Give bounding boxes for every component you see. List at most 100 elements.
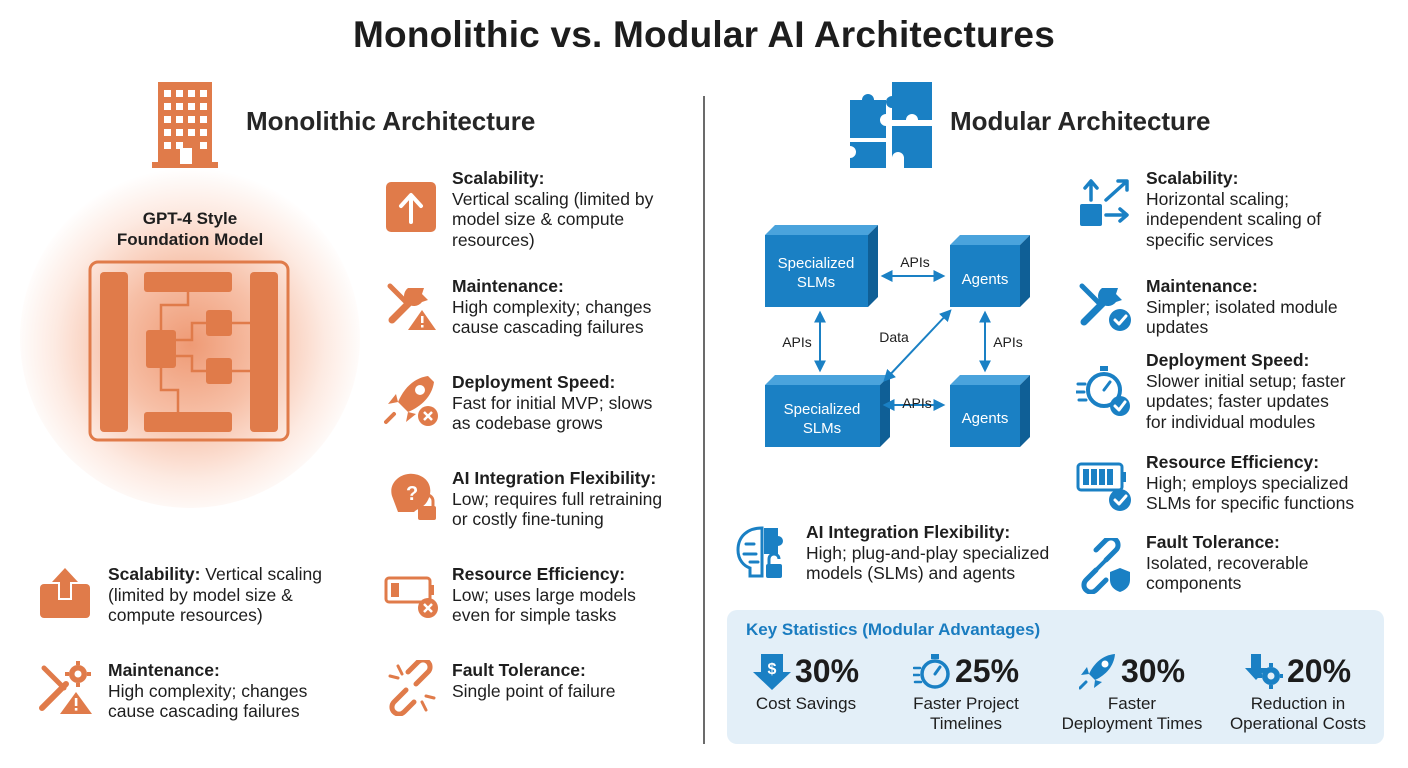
diagram-box-slms-top-line1: Specialized — [778, 255, 855, 272]
stat-cost-savings: $ 30% Cost Savings — [726, 650, 886, 714]
diagram-box-agents-bottom — [950, 375, 1030, 447]
mod-scalability-body: Horizontal scaling; independent scaling … — [1146, 188, 1322, 250]
tools-gear-warning-icon — [38, 660, 94, 716]
mono-left-scalability-body: Vertical scaling (limited by model size … — [108, 564, 322, 625]
mod-resource-title: Resource Efficiency: — [1146, 452, 1320, 472]
mono-ai-integration-title: AI Integration Flexibility: — [452, 468, 657, 488]
dollar-down-icon: $ — [752, 652, 791, 690]
stat-project-timelines-value: 25% — [954, 652, 1020, 689]
wrench-check-icon — [1076, 276, 1132, 332]
mod-scalability-title: Scalability: — [1146, 168, 1239, 188]
mod-fault-title: Fault Tolerance: — [1146, 532, 1280, 552]
mono-resource-item: Resource Efficiency:Low; uses large mode… — [384, 564, 636, 626]
diagram-box-slms-top-line2: SLMs — [797, 274, 835, 291]
mod-deployment-item: Deployment Speed:Slower initial setup; f… — [1076, 350, 1346, 432]
fast-stopwatch-icon — [912, 652, 951, 690]
mono-deployment-body: Fast for initial MVP; slows as codebase … — [452, 392, 653, 434]
stat-deployment-times-label: Faster Deployment Times — [1061, 694, 1203, 733]
stat-cost-savings-label: Cost Savings — [755, 694, 857, 713]
mod-maintenance-body: Simpler; isolated module updates — [1146, 296, 1338, 338]
upload-box-icon — [38, 564, 94, 620]
edge-label-apis-right: APIs — [993, 334, 1023, 350]
mono-ai-integration-item: ? AI Integration Flexibility:Low; requir… — [384, 468, 662, 530]
mono-fault-body: Single point of failure — [452, 680, 616, 701]
stats-title: Key Statistics (Modular Advantages) — [746, 620, 1041, 639]
mono-left-maintenance-item: Maintenance:High complexity; changes cau… — [38, 660, 307, 722]
arrow-diagonal — [883, 309, 952, 382]
mono-deployment-title: Deployment Speed: — [452, 372, 616, 392]
diagram-box-slms-bottom-line1: Specialized — [784, 401, 861, 418]
foundation-model-icon — [88, 260, 290, 442]
mono-left-maintenance-body: High complexity; changes cause cascading… — [108, 680, 308, 722]
stat-project-timelines-label: Faster Project Timelines — [913, 694, 1019, 733]
wrench-warning-icon — [384, 276, 440, 332]
mod-resource-item: Resource Efficiency:High; employs specia… — [1076, 452, 1355, 514]
mod-deployment-body: Slower initial setup; faster updates; fa… — [1146, 370, 1346, 432]
mono-maintenance-body: High complexity; changes cause cascading… — [452, 296, 652, 338]
mono-deployment-item: Deployment Speed:Fast for initial MVP; s… — [384, 372, 652, 434]
building-icon — [148, 74, 222, 170]
mono-left-scalability-item: Scalability: Vertical scaling (limited b… — [38, 564, 322, 626]
stat-project-timelines: 25% Faster Project Timelines — [886, 650, 1046, 734]
mono-scalability-body: Vertical scaling (limited by model size … — [452, 188, 654, 250]
puzzle-icon — [848, 80, 936, 170]
mono-resource-title: Resource Efficiency: — [452, 564, 626, 584]
monolithic-heading: Monolithic Architecture — [246, 106, 536, 136]
svg-text:?: ? — [406, 483, 418, 505]
stat-cost-savings-value: 30% — [794, 652, 860, 689]
mono-maintenance-title: Maintenance: — [452, 276, 564, 296]
scale-arrows-icon — [1076, 176, 1132, 232]
stat-operational-costs-label: Reduction in Operational Costs — [1229, 694, 1367, 733]
stopwatch-check-icon — [1076, 362, 1132, 418]
diagram-box-slms-bottom — [765, 375, 890, 447]
mod-ai-integration-body: High; plug-and-play specialized models (… — [806, 542, 1050, 584]
page-title: Monolithic vs. Modular AI Architectures — [353, 14, 1055, 55]
mod-scalability-item: Scalability:Horizontal scaling; independ… — [1076, 168, 1322, 250]
svg-text:$: $ — [768, 661, 777, 678]
battery-check-icon — [1076, 458, 1132, 514]
stat-deployment-times: 30% Faster Deployment Times — [1052, 650, 1212, 734]
rocket-icon — [1078, 652, 1117, 690]
mono-fault-item: Fault Tolerance:Single point of failure — [384, 660, 615, 716]
mod-fault-item: Fault Tolerance:Isolated, recoverable co… — [1076, 532, 1309, 594]
edge-label-apis-left: APIs — [782, 334, 812, 350]
modular-diagram: Specialized SLMs Agents Specialized SLMs… — [745, 225, 1065, 470]
diagram-box-slms-top — [765, 225, 878, 307]
stat-operational-costs: 20% Reduction in Operational Costs — [1218, 650, 1378, 734]
model-glow — [20, 168, 360, 508]
mod-fault-body: Isolated, recoverable components — [1146, 552, 1309, 594]
brain-lock-icon: ? — [384, 468, 440, 524]
edge-label-apis-bottom: APIs — [902, 395, 932, 411]
center-divider — [703, 96, 705, 744]
mono-ai-integration-body: Low; requires full retraining or costly … — [452, 488, 663, 530]
mono-scalability-item: Scalability:Vertical scaling (limited by… — [384, 168, 654, 250]
modular-heading: Modular Architecture — [950, 106, 1211, 136]
battery-x-icon — [384, 564, 440, 620]
stat-operational-costs-value: 20% — [1286, 652, 1352, 689]
mod-ai-integration-title: AI Integration Flexibility: — [806, 522, 1011, 542]
brain-puzzle-icon — [732, 522, 792, 582]
edge-label-apis-top: APIs — [900, 254, 930, 270]
diagram-box-slms-bottom-line2: SLMs — [803, 420, 841, 437]
mod-maintenance-title: Maintenance: — [1146, 276, 1258, 296]
mono-fault-title: Fault Tolerance: — [452, 660, 586, 680]
mod-maintenance-item: Maintenance:Simpler; isolated module upd… — [1076, 276, 1338, 338]
mono-resource-body: Low; uses large models even for simple t… — [452, 584, 636, 626]
mono-maintenance-item: Maintenance:High complexity; changes cau… — [384, 276, 651, 338]
rocket-x-icon — [384, 372, 440, 428]
link-shield-icon — [1076, 538, 1132, 594]
arrow-up-box-icon — [384, 180, 440, 236]
mod-ai-integration-item: AI Integration Flexibility:High; plug-an… — [732, 522, 1049, 584]
mod-resource-body: High; employs specialized SLMs for speci… — [1146, 472, 1355, 514]
broken-link-icon — [384, 660, 440, 716]
foundation-model-label: GPT-4 Style Foundation Model — [116, 209, 264, 249]
mono-scalability-title: Scalability: — [452, 168, 545, 188]
edge-label-data: Data — [879, 329, 909, 345]
gear-down-icon — [1244, 652, 1283, 690]
mono-left-scalability-title: Scalability: — [108, 564, 201, 584]
diagram-box-agents-bottom-label: Agents — [962, 410, 1009, 427]
stat-deployment-times-value: 30% — [1120, 652, 1186, 689]
mono-left-maintenance-title: Maintenance: — [108, 660, 220, 680]
mod-deployment-title: Deployment Speed: — [1146, 350, 1310, 370]
diagram-box-agents-top — [950, 235, 1030, 307]
